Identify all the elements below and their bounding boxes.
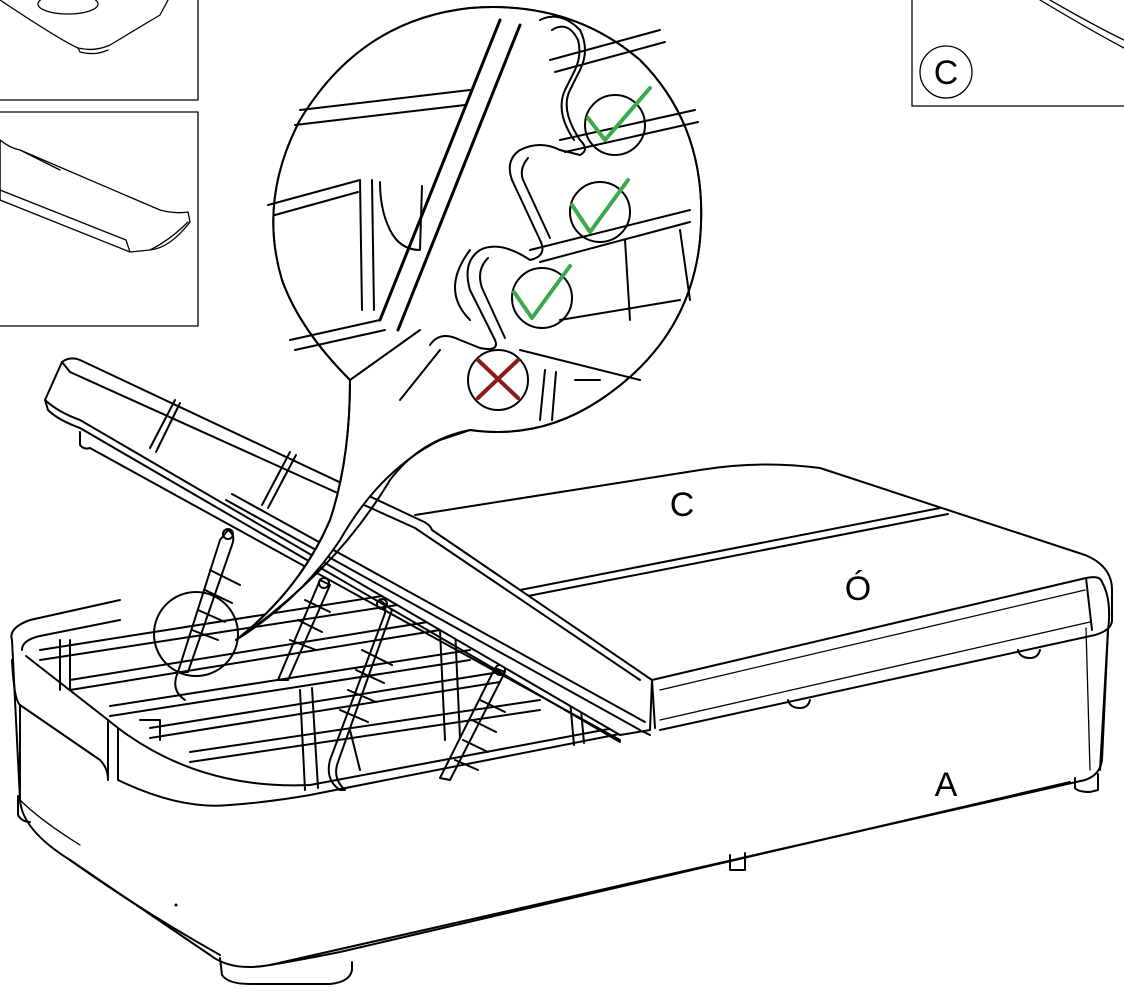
check-icon: [584, 86, 652, 156]
inset-top-right: C: [911, 0, 1124, 107]
frame-slats: [39, 589, 585, 791]
detail-callout-circle: [153, 591, 239, 677]
inset-c-circle: [919, 45, 973, 99]
bed-base: [10, 581, 1111, 985]
cross-icon: [467, 349, 529, 411]
inset-top-left: [0, 0, 199, 101]
lift-mechanism-right: [327, 598, 506, 791]
magnified-detail: [235, 6, 703, 641]
inset-c-label: C: [934, 54, 959, 92]
label-o: Ó: [845, 570, 871, 608]
check-icon: [569, 178, 631, 243]
label-c: C: [670, 486, 695, 524]
check-icon: [511, 264, 573, 329]
lift-mechanism-left: [174, 528, 331, 701]
fixed-top-panel: C Ó: [414, 463, 1113, 731]
lifted-panel: [44, 357, 653, 743]
label-a: A: [935, 766, 958, 804]
inset-left-board: [0, 111, 199, 327]
